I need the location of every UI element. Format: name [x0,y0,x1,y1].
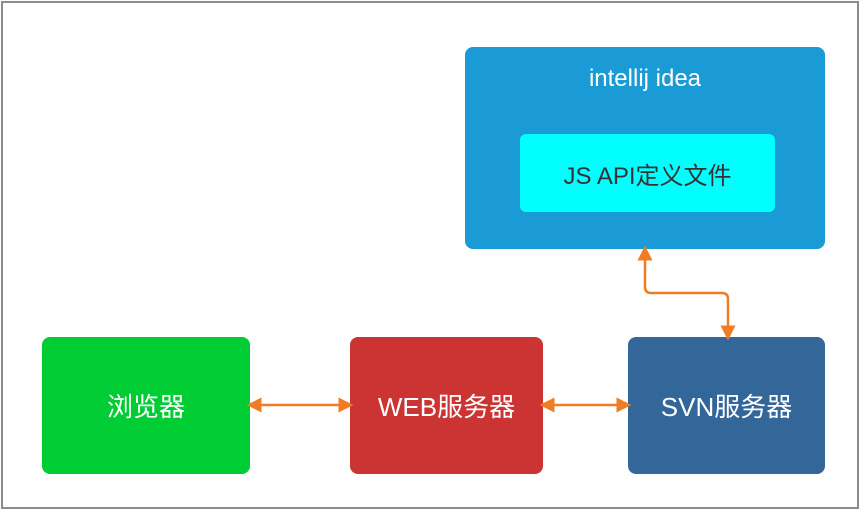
ide-node: intellij idea JS API定义文件 [465,47,825,249]
svn-server-node: SVN服务器 [628,337,825,474]
web-server-node: WEB服务器 [350,337,543,474]
ide-title: intellij idea [588,65,702,92]
js-api-definition-node: JS API定义文件 [520,134,775,212]
browser-node: 浏览器 [42,337,250,474]
